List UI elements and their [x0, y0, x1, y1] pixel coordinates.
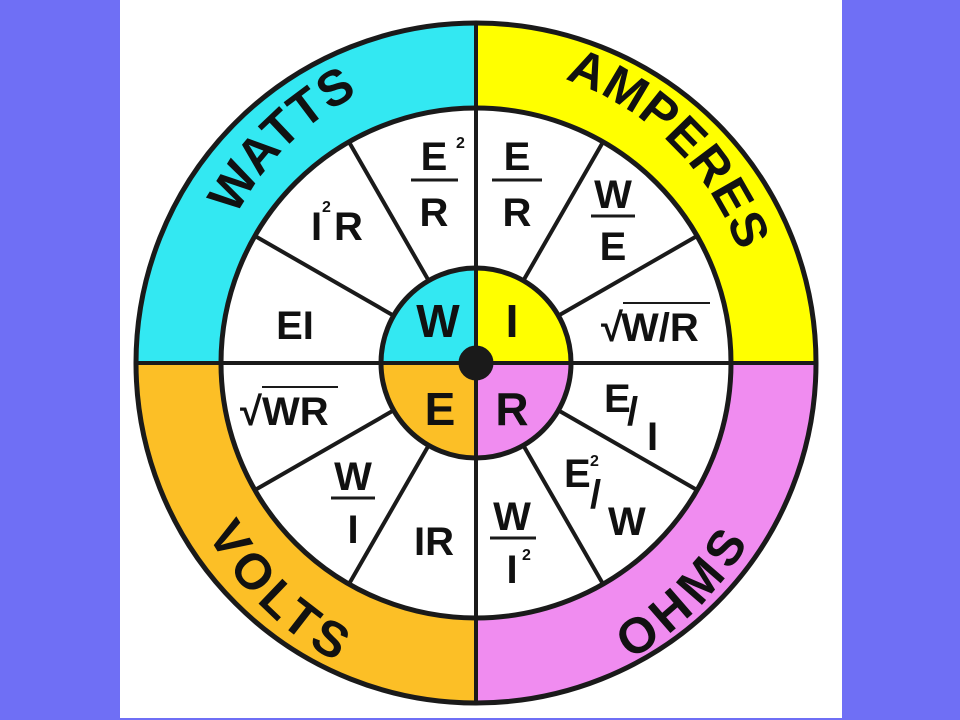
formula-e-over-i: E / I — [604, 377, 658, 459]
formula-base: I — [311, 205, 322, 249]
formula-numerator: E — [504, 135, 531, 179]
outer-ring — [133, 20, 819, 706]
center-i-letter: I — [506, 295, 519, 347]
formula-numerator: E — [421, 135, 448, 179]
formula-exponent: 2 — [456, 135, 465, 152]
center-dot — [458, 345, 494, 381]
formula-slash: / — [590, 473, 601, 517]
formula-sqrt-w-over-r: √ W/R — [601, 302, 710, 350]
formula-exponent: 2 — [522, 547, 531, 564]
formula-exponent: 2 — [590, 453, 599, 470]
formula-denominator: E — [600, 225, 627, 269]
diagram-panel: WATTS AMPERES VOLTS OHMS W I E R E 2 R I… — [120, 0, 842, 718]
formula-numerator: W — [594, 173, 632, 217]
formula-base: E — [564, 452, 591, 496]
formula-w-over-e: W E — [591, 173, 635, 269]
formula-slash: / — [627, 390, 638, 434]
ohms-law-wheel: WATTS AMPERES VOLTS OHMS W I E R E 2 R I… — [133, 20, 819, 706]
center-w-letter: W — [416, 295, 460, 347]
formula-numerator: W — [493, 495, 531, 539]
formula-e2-over-r: E 2 R — [411, 135, 465, 235]
formula-w-over-i: W I — [331, 455, 375, 552]
formula-e2-over-w: E 2 / W — [564, 452, 646, 544]
sqrt-symbol: √ — [601, 306, 624, 350]
center-e-letter: E — [425, 383, 456, 435]
center-r-letter: R — [495, 383, 528, 435]
sqrt-symbol: √ — [240, 390, 263, 434]
formula-denominator: R — [503, 191, 532, 235]
formula-ir: IR — [414, 520, 454, 564]
formula-rest: R — [334, 205, 363, 249]
formula-exponent: 2 — [322, 199, 331, 216]
formula-i2r: I 2 R — [311, 199, 363, 249]
formula-numerator: W — [334, 455, 372, 499]
formula-rest: I — [647, 415, 658, 459]
formula-sqrt-wr: √ WR — [240, 386, 338, 434]
formula-w-over-i2: W I 2 — [490, 495, 536, 592]
formula-text: W/R — [621, 306, 699, 350]
formula-denominator: I — [347, 508, 358, 552]
formula-e-over-r: E R — [492, 135, 542, 235]
formula-denominator: R — [420, 191, 449, 235]
formula-ei: EI — [276, 304, 314, 348]
formula-rest: W — [608, 500, 646, 544]
formula-base: E — [604, 377, 631, 421]
formula-denominator: I — [506, 548, 517, 592]
formula-text: WR — [262, 390, 329, 434]
